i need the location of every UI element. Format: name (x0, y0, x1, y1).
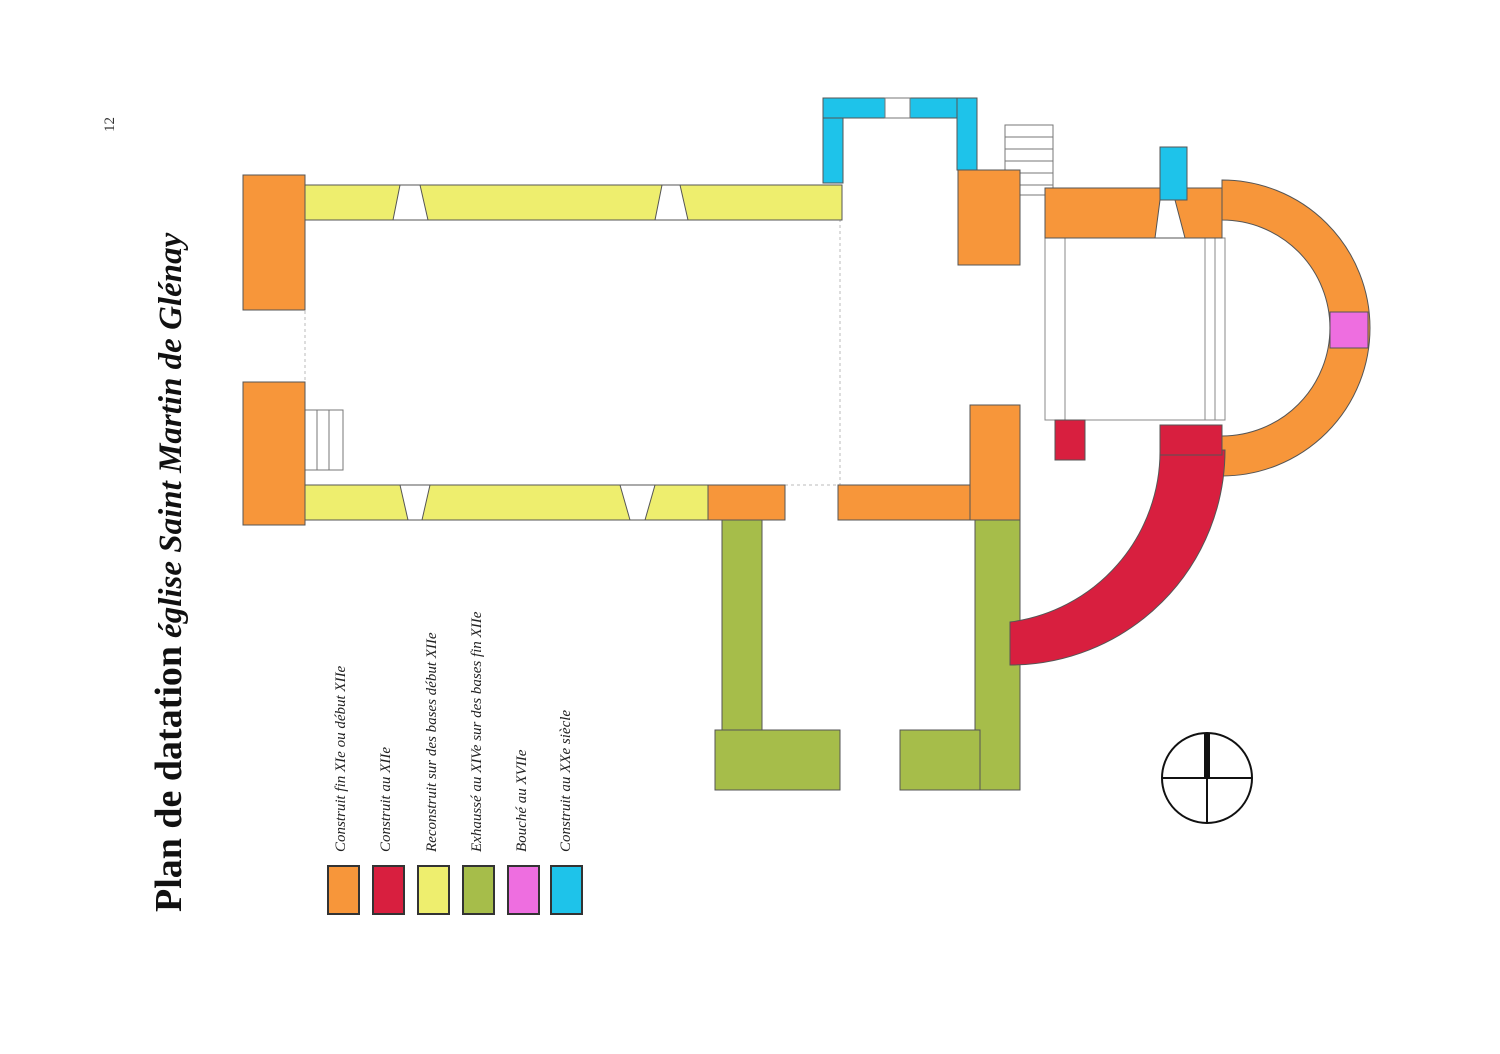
legend-swatch-yellow (417, 865, 450, 915)
legend-swatch-orange (327, 865, 360, 915)
window-openings (392, 184, 1186, 521)
walls-xive (714, 519, 1021, 791)
walls-xie-xiie (242, 169, 1371, 526)
walls-xxe (822, 97, 1188, 201)
north-compass-icon (1161, 732, 1253, 824)
legend-swatch-red (372, 865, 405, 915)
walls-xiie (1009, 419, 1226, 666)
walls-rebuilt-xiie (304, 184, 843, 521)
legend-swatch-pink (507, 865, 540, 915)
nave-floor (304, 219, 841, 486)
legend-swatch-green (462, 865, 495, 915)
walls-xviie (1329, 311, 1369, 349)
choir-floor (1044, 237, 1226, 421)
legend-swatch-cyan (550, 865, 583, 915)
